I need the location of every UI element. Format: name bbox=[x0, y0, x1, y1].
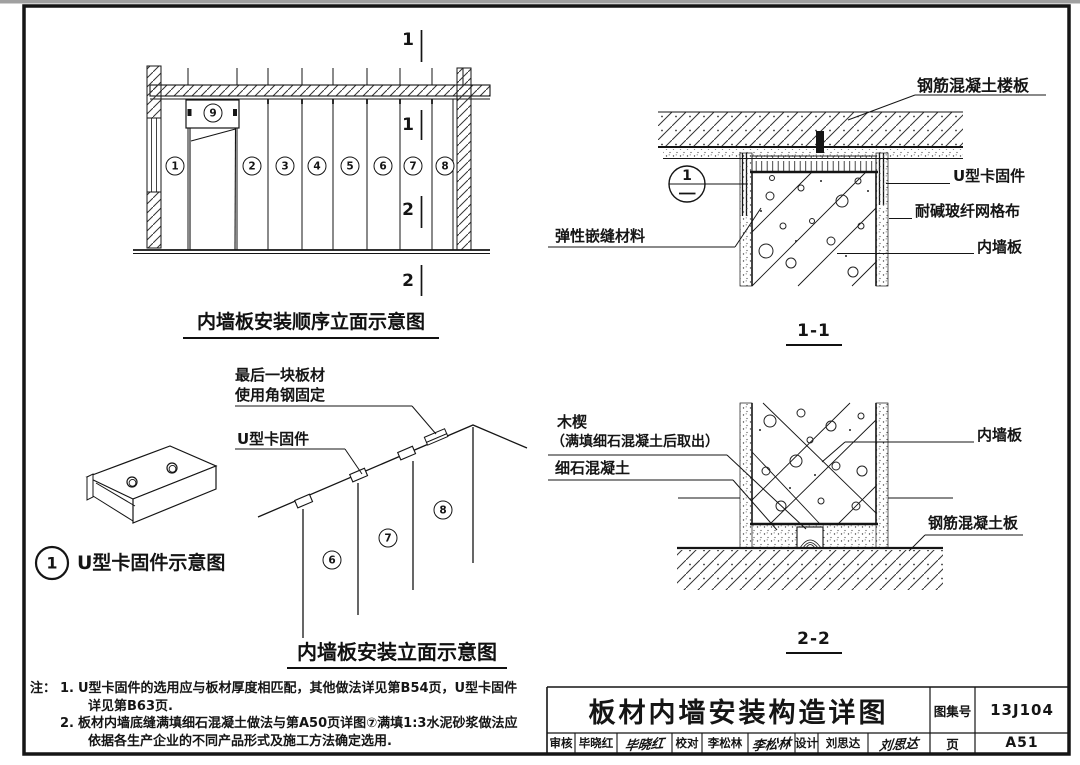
schematic-bubble bbox=[34, 545, 70, 581]
notes-prefix: 注： bbox=[30, 681, 57, 696]
scan-artifact-top bbox=[0, 0, 1080, 4]
section-2-2-title: 2-2 bbox=[786, 630, 842, 654]
clip-schematic-caption: U型卡固件示意图 bbox=[77, 552, 226, 574]
panel-number-4: 4 bbox=[307, 156, 327, 176]
label-wall-panel-2: 内墙板 bbox=[977, 426, 1023, 444]
label-last-panel-line2: 使用角钢固定 bbox=[235, 386, 326, 404]
title-block-lines bbox=[546, 686, 1069, 753]
sequence-elevation-drawing bbox=[133, 30, 491, 296]
panel-number-3: 3 bbox=[275, 156, 295, 176]
detail-bubble-number: 1 bbox=[682, 168, 692, 184]
install-elevation-caption: 内墙板安装立面示意图 bbox=[287, 641, 507, 669]
label-fine-concrete: 细石混凝土 bbox=[555, 459, 631, 477]
proof-label: 校对 bbox=[675, 736, 699, 750]
last-panel-detail bbox=[185, 99, 240, 251]
clip-schematic-bubble-number: 1 bbox=[46, 553, 58, 573]
label-mesh: 耐碱玻纤网格布 bbox=[915, 202, 1021, 220]
label-wedge-line1: 木楔 bbox=[557, 413, 588, 431]
note-1-line1: U型卡固件的选用应与板材厚度相匹配，其他做法详见第B54页，U型卡固件 bbox=[78, 681, 518, 696]
section-1-1-drawing bbox=[548, 94, 1046, 287]
leader-lines-install bbox=[235, 405, 437, 475]
design-label: 设计 bbox=[795, 736, 818, 750]
section-mark-1-top: 1 bbox=[402, 30, 414, 50]
designer-name: 刘思达 bbox=[825, 736, 861, 750]
page-label: 页 bbox=[946, 736, 959, 752]
label-rc-slab: 钢筋混凝土板 bbox=[928, 514, 1019, 532]
sequence-elevation-caption: 内墙板安装顺序立面示意图 bbox=[183, 312, 439, 339]
section-mark-2-bottom: 2 bbox=[402, 271, 414, 291]
panel-number-1: 1 bbox=[165, 156, 185, 176]
panel-number-2: 2 bbox=[242, 156, 262, 176]
note-1-number: 1. bbox=[60, 681, 74, 696]
note-2-line1: 板材内墙底缝满填细石混凝土做法与第A50页详图⑦满填1:3水泥砂浆做法应 bbox=[78, 716, 518, 731]
rc-floor-slab bbox=[658, 112, 963, 147]
section-1-1-title: 1-1 bbox=[786, 322, 842, 346]
sheet-title: 板材内墙安装构造详图 bbox=[588, 697, 889, 729]
panel-number-7b: 7 bbox=[378, 528, 398, 548]
atlas-number-label: 图集号 bbox=[933, 703, 972, 719]
rc-slab-hatch bbox=[677, 550, 943, 590]
page-frame bbox=[22, 4, 1071, 756]
section-2-2-drawing bbox=[548, 402, 1023, 590]
panel-number-6b: 6 bbox=[322, 550, 342, 570]
u-clip-3d-drawing bbox=[34, 445, 218, 581]
label-wall-panel: 内墙板 bbox=[977, 238, 1023, 256]
wooden-wedge bbox=[796, 526, 824, 549]
note-1-line2: 详见第B63页. bbox=[88, 699, 173, 714]
label-u-clip-2: U型卡固件 bbox=[237, 430, 310, 448]
atlas-number-value: 13J104 bbox=[990, 701, 1054, 719]
left-wall-column bbox=[146, 65, 162, 249]
panel-number-5: 5 bbox=[340, 156, 360, 176]
panel-number-7: 7 bbox=[403, 156, 423, 176]
reviewer-signature: 毕晓红 bbox=[624, 736, 665, 754]
clip-hole bbox=[126, 476, 138, 488]
panel-number-8: 8 bbox=[435, 156, 455, 176]
proofreader-name: 李松林 bbox=[707, 736, 743, 750]
page-number: A51 bbox=[1005, 735, 1039, 751]
angle-steel-clip bbox=[423, 428, 449, 446]
panel-number-8b: 8 bbox=[433, 500, 453, 520]
panel-number-6: 6 bbox=[373, 156, 393, 176]
detail-bubble-1 bbox=[668, 165, 748, 203]
reviewer-name: 毕晓红 bbox=[578, 736, 614, 750]
section-mark-2-top: 2 bbox=[402, 200, 414, 220]
note-2-line2: 依据各生产企业的不同产品形式及施工方法确定选用. bbox=[88, 734, 392, 749]
note-2-number: 2. bbox=[60, 716, 74, 731]
top-slab-band bbox=[149, 84, 491, 97]
proofreader-signature: 李松林 bbox=[751, 736, 792, 754]
panel-number-9: 9 bbox=[203, 103, 223, 123]
clip-hole bbox=[166, 462, 178, 474]
label-last-panel-line1: 最后一块板材 bbox=[235, 366, 326, 384]
label-wedge-line2: （满填细石混凝土后取出） bbox=[551, 434, 719, 450]
interior-wall-panel bbox=[739, 152, 889, 287]
label-u-clip: U型卡固件 bbox=[953, 167, 1026, 185]
anchor-bolt bbox=[816, 131, 824, 153]
leader-lines-1-1 bbox=[548, 94, 1046, 254]
label-sealant: 弹性嵌缝材料 bbox=[555, 227, 646, 245]
install-elevation-drawing bbox=[235, 405, 528, 638]
incline-line bbox=[257, 424, 528, 518]
section-mark-1-bottom: 1 bbox=[402, 115, 414, 135]
u-clip-on-line bbox=[293, 445, 417, 509]
hanging-panels bbox=[302, 427, 474, 638]
label-rc-floor-slab: 钢筋混凝土楼板 bbox=[917, 76, 1030, 95]
u-clip-channel bbox=[751, 155, 877, 173]
review-label: 审核 bbox=[549, 736, 573, 750]
leader-lines-2-2 bbox=[548, 441, 1023, 552]
